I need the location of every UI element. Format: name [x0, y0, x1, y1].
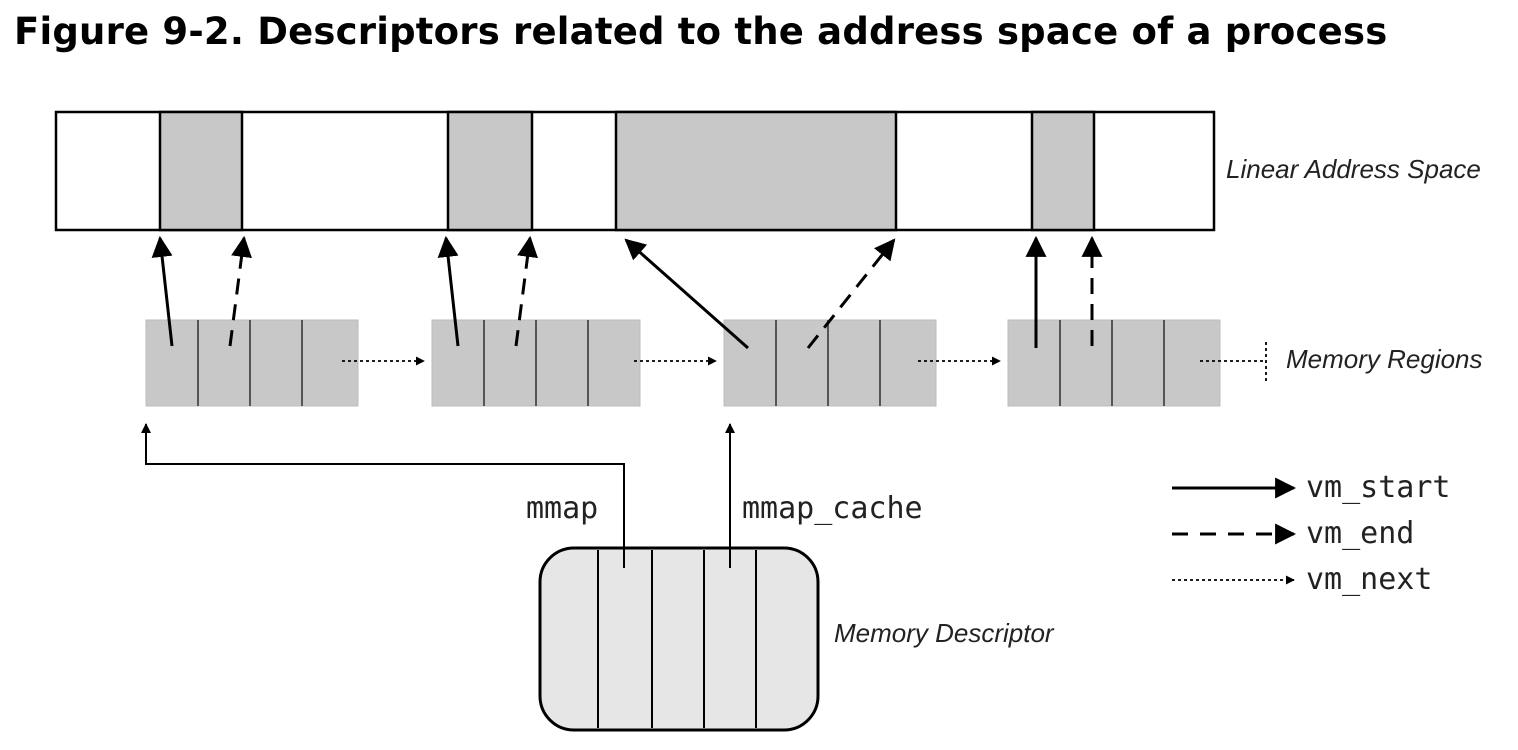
legend-vm-start-label: vm_start: [1306, 470, 1451, 505]
memory-region-2: [431, 319, 641, 407]
vm-start-arrow-2: [437, 235, 460, 347]
legend-vm-end-label: vm_end: [1306, 516, 1414, 551]
vm-end-arrow-3: [806, 238, 896, 349]
linear-address-space-label: Linear Address Space: [1226, 154, 1481, 184]
memory-regions-label: Memory Regions: [1286, 344, 1483, 374]
vm-end-arrow-1: [228, 235, 252, 347]
vm-start-arrow-1: [151, 235, 174, 347]
mmap-pointer-arrow: [141, 423, 625, 568]
memory-descriptor-label: Memory Descriptor: [834, 618, 1055, 648]
mmap-cache-label: mmap_cache: [742, 491, 923, 526]
mmap-label: mmap: [526, 491, 598, 526]
memory-region-1: [145, 319, 359, 407]
mapped-area-1: [158, 110, 244, 232]
legend-vm-next-label: vm_next: [1306, 562, 1432, 597]
vm-end-arrow-2: [514, 235, 538, 347]
mapped-area-2: [446, 110, 534, 232]
vm-start-arrow-3: [624, 238, 749, 350]
memory-descriptor: [538, 546, 820, 732]
memory-region-4: [1007, 319, 1221, 407]
linear-address-space: [54, 110, 1216, 232]
mapped-area-4: [1030, 110, 1096, 232]
figure-title: Figure 9-2. Descriptors related to the a…: [14, 10, 1388, 53]
mapped-area-3: [614, 110, 898, 232]
memory-region-3: [723, 319, 937, 407]
legend: vm_start vm_end vm_next: [1172, 470, 1451, 597]
